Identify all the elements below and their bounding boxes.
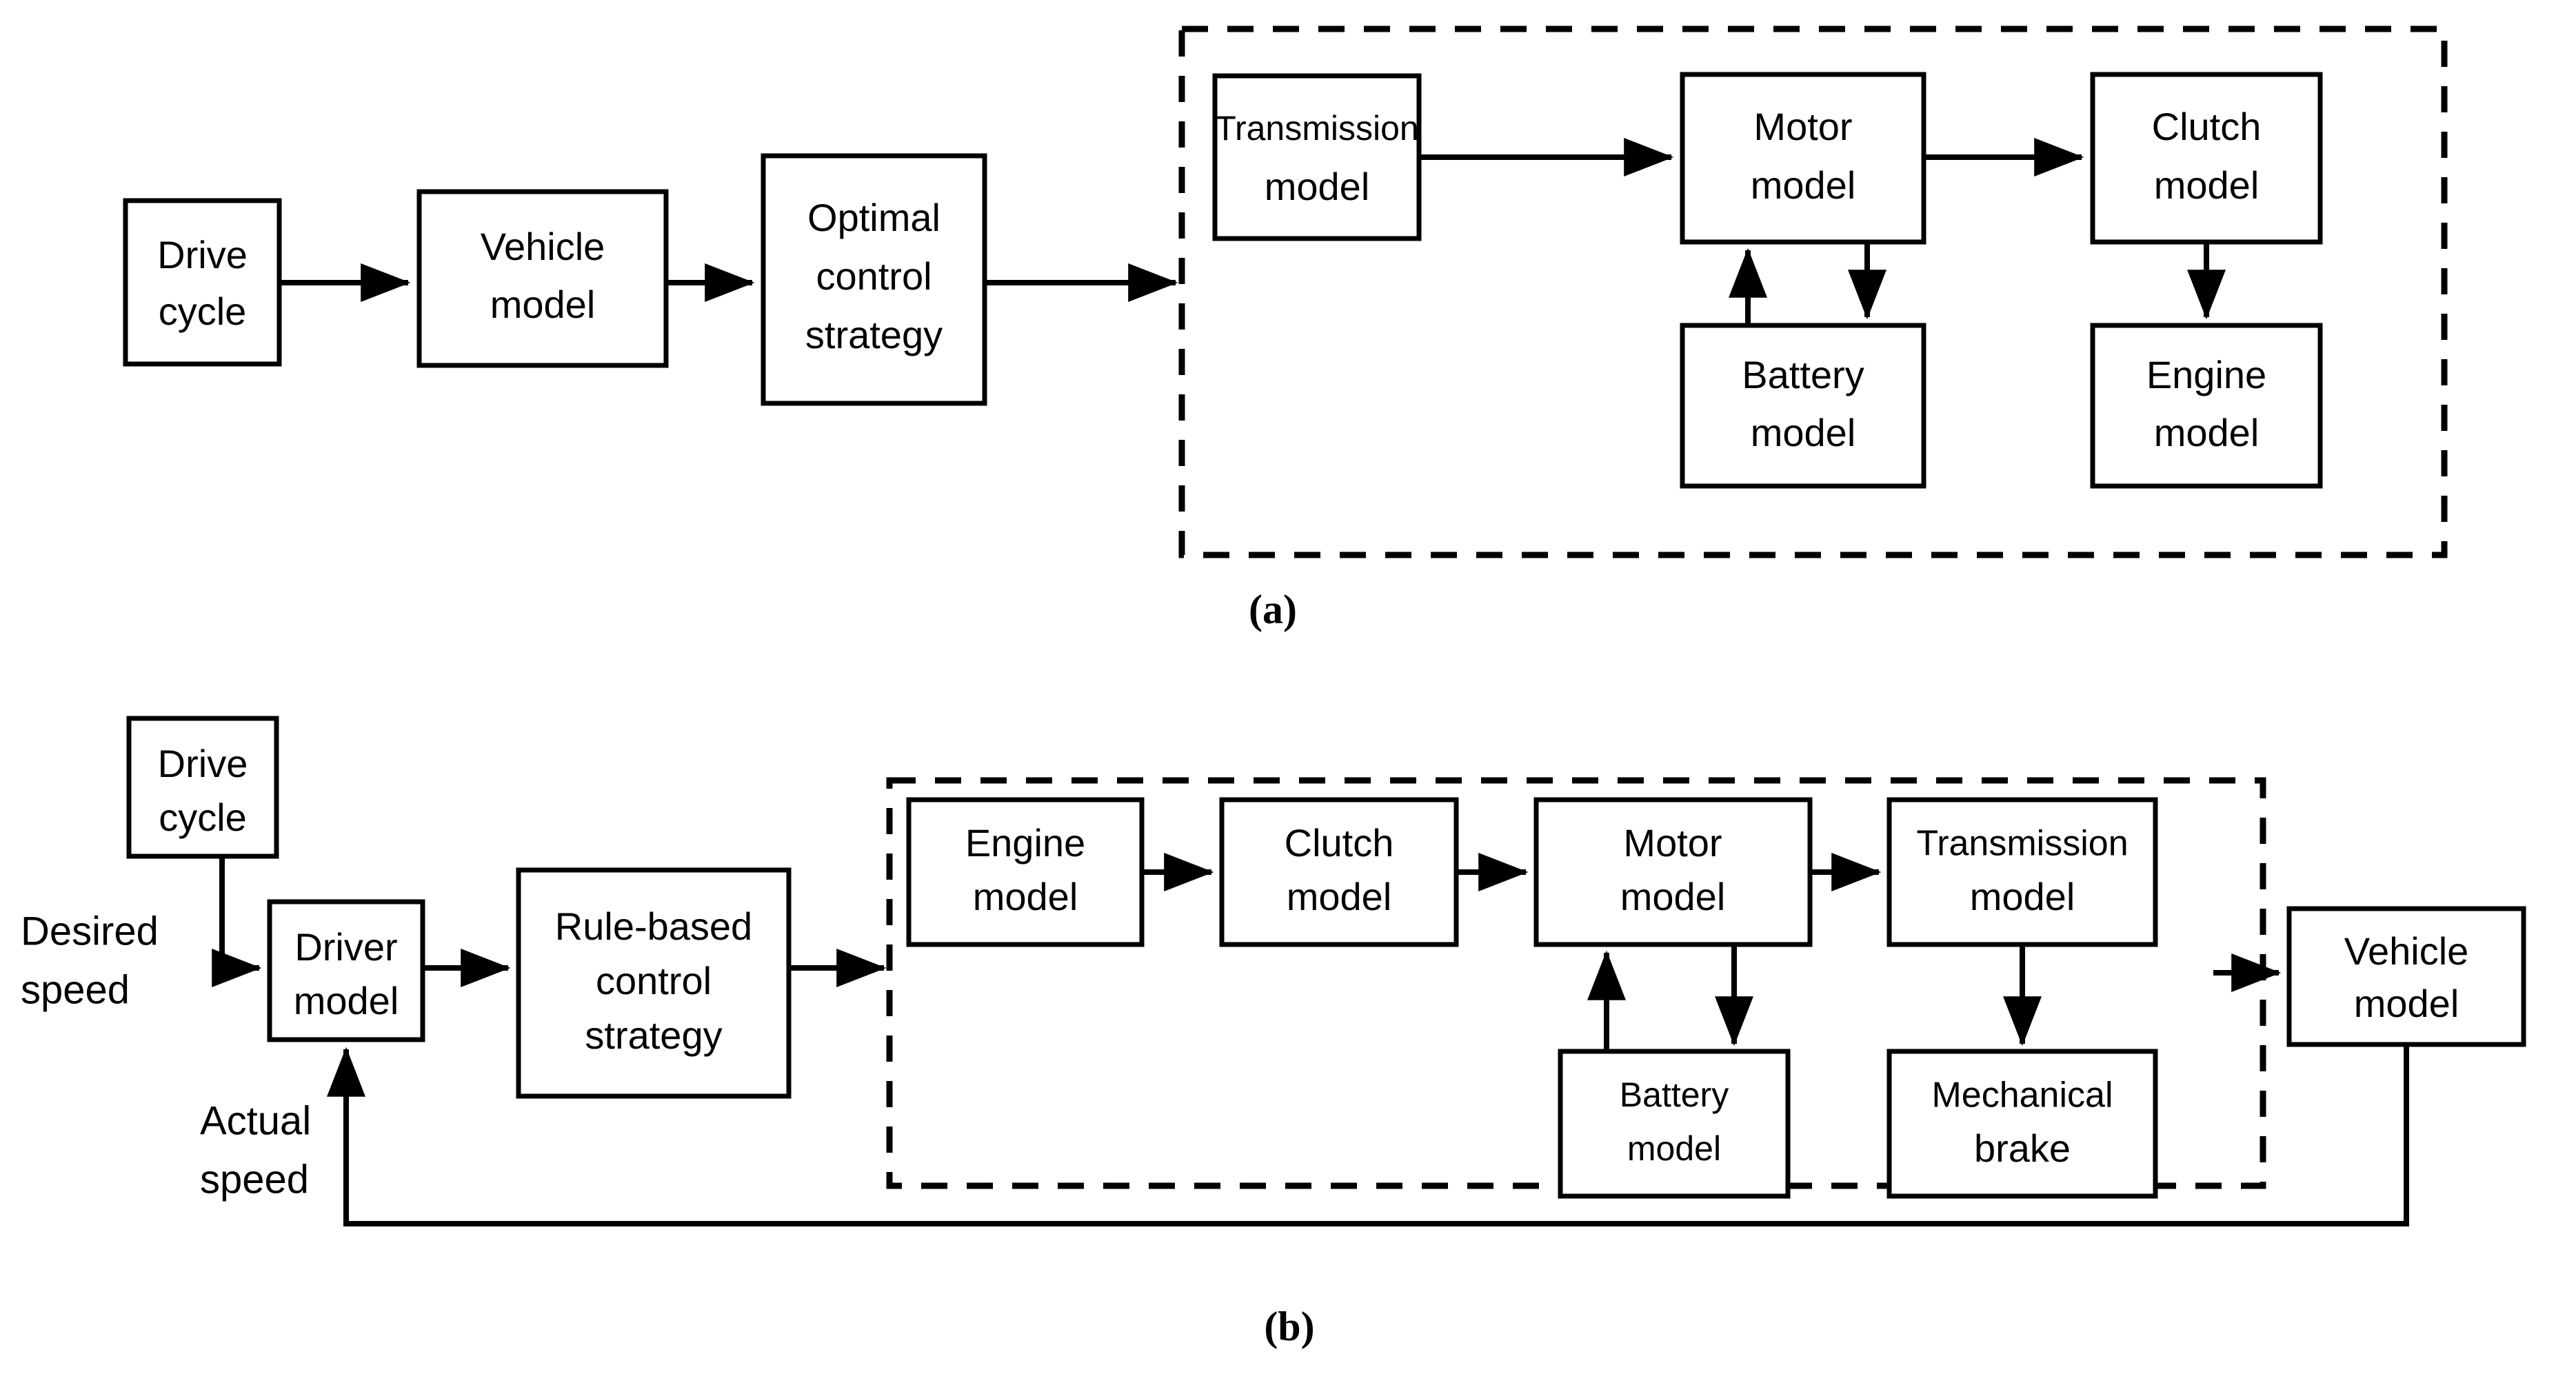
- b-block-mechanical-brake[interactable]: Mechanical brake: [1886, 1049, 2158, 1199]
- actual-speed-line1: Actual: [200, 1098, 311, 1143]
- a-optimal-control-label-line2: control: [816, 254, 932, 298]
- b-block-transmission-model[interactable]: Transmission model: [1886, 797, 2158, 947]
- a-vehicle-model-label-line2: model: [490, 283, 596, 326]
- b-block-rule-based-control-strategy[interactable]: Rule-based control strategy: [516, 867, 792, 1099]
- b-label-actual-speed: Actual speed: [200, 1098, 311, 1202]
- b-transmission-model-label-line1: Transmission: [1916, 824, 2128, 864]
- b-mechanical-brake-label-line2: brake: [1974, 1127, 2071, 1170]
- a-drive-cycle-label-line1: Drive: [157, 233, 248, 276]
- a-block-transmission-model[interactable]: Transmission model: [1212, 73, 1422, 241]
- actual-speed-line2: speed: [200, 1157, 309, 1202]
- a-motor-model-label-line1: Motor: [1753, 105, 1852, 148]
- b-engine-model-label-line2: model: [973, 875, 1078, 918]
- a-battery-model-label-line1: Battery: [1742, 353, 1864, 396]
- a-drive-cycle-label-line2: cycle: [159, 290, 247, 333]
- b-block-vehicle-model[interactable]: Vehicle model: [2286, 906, 2526, 1047]
- b-vehicle-model-label-line1: Vehicle: [2344, 929, 2469, 973]
- b-drive-cycle-label-line2: cycle: [159, 796, 247, 839]
- panel-a-caption: (a): [1249, 587, 1297, 632]
- a-block-battery-model[interactable]: Battery model: [1680, 323, 1926, 489]
- b-motor-model-label-line2: model: [1620, 875, 1726, 918]
- b-clutch-model-label-line1: Clutch: [1285, 821, 1394, 865]
- a-block-clutch-model[interactable]: Clutch model: [2090, 72, 2323, 245]
- desired-speed-line1: Desired: [21, 909, 159, 953]
- a-transmission-model-label-line1: Transmission: [1215, 109, 1418, 148]
- a-battery-model-label-line2: model: [1751, 411, 1856, 454]
- a-block-motor-model[interactable]: Motor model: [1680, 72, 1926, 245]
- b-drive-cycle-label-line1: Drive: [158, 742, 248, 785]
- b-block-clutch-model[interactable]: Clutch model: [1219, 797, 1459, 947]
- b-vehicle-model-label-line2: model: [2354, 982, 2459, 1025]
- a-vehicle-model-label-line1: Vehicle: [481, 225, 605, 268]
- a-engine-model-label-line2: model: [2154, 411, 2260, 454]
- a-engine-model-label-line1: Engine: [2146, 353, 2266, 396]
- b-engine-model-label-line1: Engine: [965, 821, 1085, 865]
- desired-speed-line2: speed: [21, 967, 130, 1012]
- a-clutch-model-label-line1: Clutch: [2152, 105, 2262, 148]
- b-arrow-drive-cycle-to-driver: [212, 856, 262, 987]
- b-block-motor-model[interactable]: Motor model: [1533, 797, 1813, 947]
- a-optimal-control-label-line1: Optimal: [807, 196, 940, 239]
- panel-b: Drive cycle Driver model Rule-based cont…: [21, 716, 2526, 1349]
- b-driver-model-label-line1: Driver: [294, 925, 397, 969]
- b-block-battery-model[interactable]: Battery model: [1558, 1049, 1791, 1199]
- b-motor-model-label-line1: Motor: [1623, 821, 1722, 865]
- a-block-vehicle-model[interactable]: Vehicle model: [416, 189, 669, 368]
- b-rule-based-label-line3: strategy: [585, 1013, 722, 1057]
- b-driver-model-label-line2: model: [294, 979, 399, 1022]
- a-clutch-model-label-line2: model: [2154, 163, 2260, 207]
- panel-a: Drive cycle Vehicle model Optimal contro…: [123, 26, 2448, 632]
- a-transmission-model-label-line2: model: [1265, 165, 1370, 208]
- a-block-drive-cycle[interactable]: Drive cycle: [123, 198, 282, 367]
- b-block-engine-model[interactable]: Engine model: [906, 797, 1145, 947]
- b-feedback-vehicle-to-driver: [327, 1044, 2409, 1226]
- a-motor-model-label-line2: model: [1751, 163, 1856, 207]
- b-transmission-model-label-line2: model: [1970, 875, 2075, 918]
- b-battery-model-label-line2: model: [1627, 1129, 1721, 1168]
- a-optimal-control-label-line3: strategy: [805, 313, 943, 356]
- b-rule-based-label-line2: control: [596, 959, 712, 1002]
- b-clutch-model-label-line2: model: [1287, 875, 1392, 918]
- b-battery-model-label-line1: Battery: [1620, 1075, 1729, 1114]
- b-label-desired-speed: Desired speed: [21, 909, 159, 1012]
- b-mechanical-brake-label-line1: Mechanical: [1931, 1075, 2113, 1115]
- b-block-driver-model[interactable]: Driver model: [267, 899, 425, 1042]
- a-block-engine-model[interactable]: Engine model: [2090, 323, 2323, 489]
- b-rule-based-label-line1: Rule-based: [555, 905, 752, 948]
- a-powertrain-dashed-group: [1178, 26, 2448, 558]
- a-block-optimal-control-strategy[interactable]: Optimal control strategy: [761, 153, 987, 406]
- b-block-drive-cycle[interactable]: Drive cycle: [126, 716, 279, 859]
- panel-b-caption: (b): [1264, 1304, 1314, 1349]
